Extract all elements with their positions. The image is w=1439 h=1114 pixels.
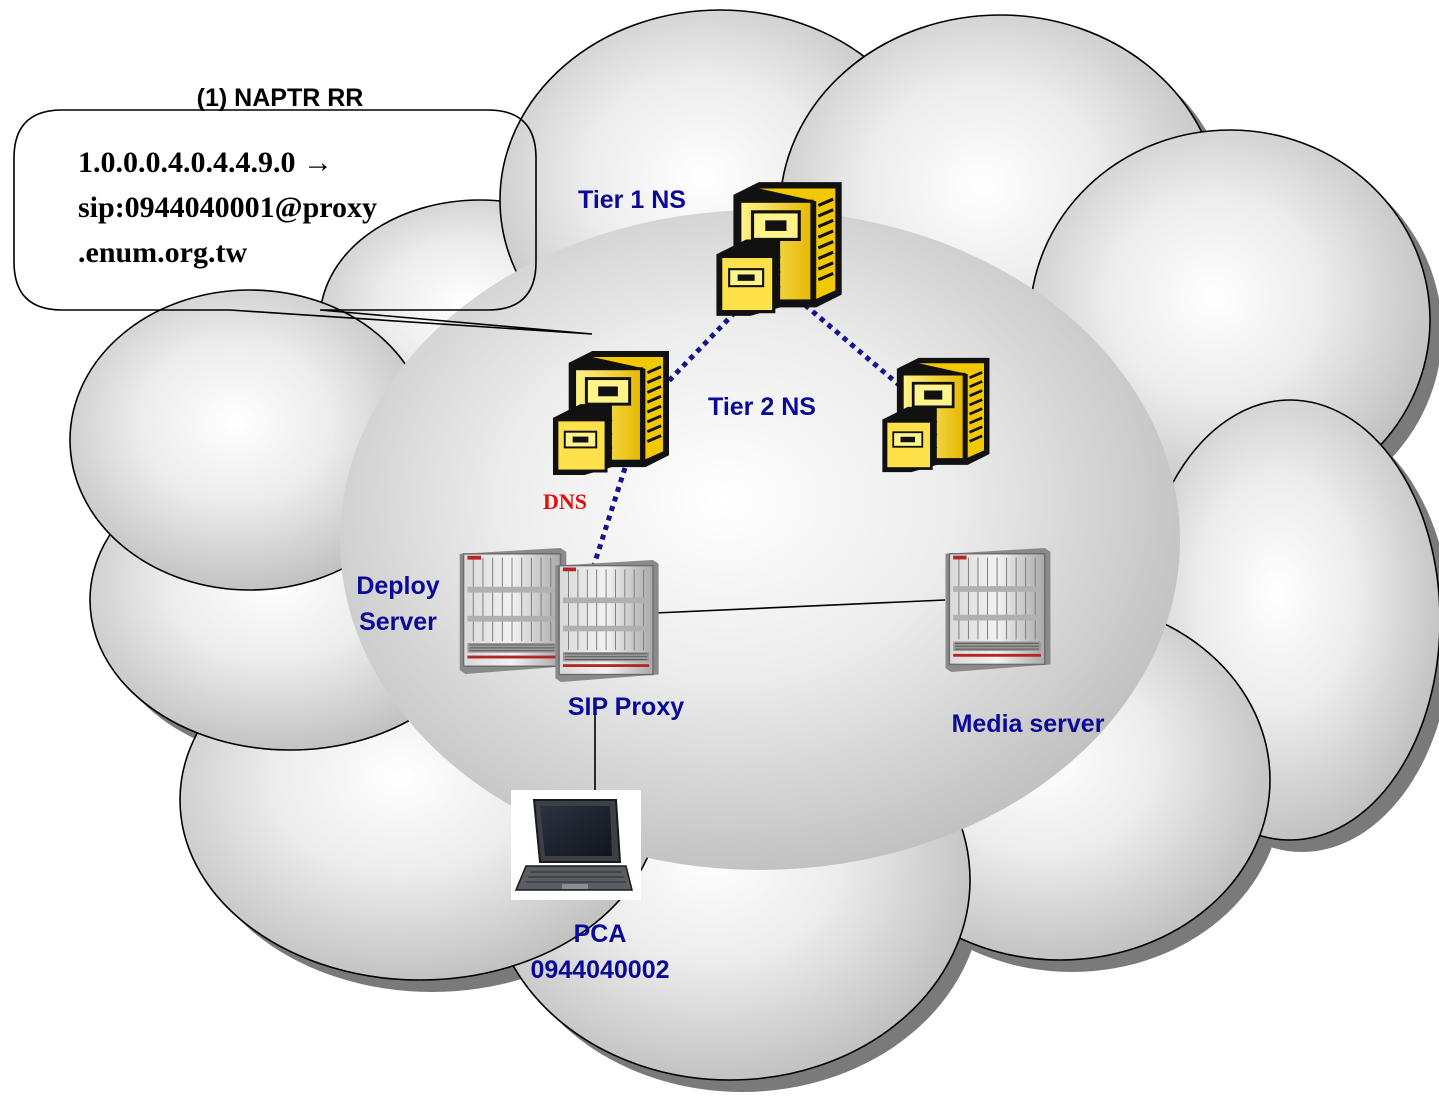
laptop-icon [511, 790, 641, 900]
naptr-record-line-1: 1.0.0.0.4.0.4.4.9.0 → [78, 146, 333, 179]
media-server-icon [944, 548, 1052, 672]
sip-proxy-icon [554, 560, 660, 682]
pca-label: PCA [573, 920, 627, 948]
tier2-ns-label: Tier 2 NS [708, 393, 816, 421]
deploy-server-label-line-1: Deploy [356, 572, 440, 600]
naptr-record-text: 1.0.0.0.4.0.4.4.9.0 → sip:0944040001@pro… [78, 140, 377, 275]
tier1-nameserver-icon [714, 180, 844, 318]
solid-links [594, 599, 946, 790]
naptr-record-line-3: .enum.org.tw [78, 236, 248, 269]
dns-label: DNS [543, 489, 588, 514]
link-dns-proxy [591, 467, 628, 566]
link-proxy-media [654, 599, 946, 614]
naptr-record-line-2: sip:0944040001@proxy [78, 191, 378, 224]
tier2-nameserver-left-icon [551, 349, 669, 477]
tier1-ns-label: Tier 1 NS [578, 186, 686, 214]
sip-proxy-label: SIP Proxy [567, 693, 685, 721]
deploy-server-icon [458, 548, 568, 674]
naptr-title: (1) NAPTR RR [196, 84, 364, 112]
callout-bubble [13, 109, 593, 335]
deploy-server-label-line-2: Server [359, 608, 437, 636]
dns-links [591, 303, 907, 566]
link-tier1-right [803, 303, 907, 392]
pca-number-label: 0944040002 [530, 956, 670, 984]
tier2-nameserver-right-icon [880, 356, 991, 474]
media-server-label: Media server [951, 710, 1105, 738]
